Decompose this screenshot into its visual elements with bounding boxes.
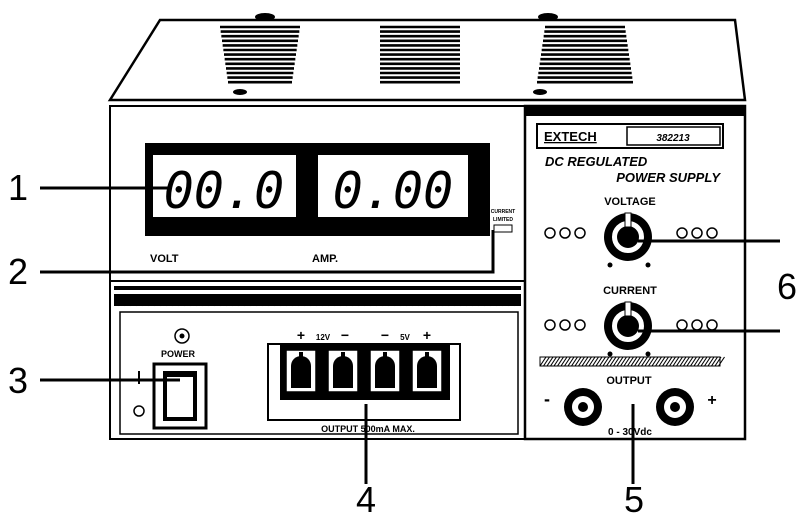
power-label: POWER [161,349,196,359]
voltage-knob-label: VOLTAGE [604,196,656,208]
title-line-1: DC REGULATED [545,154,648,169]
ledge-hatching [117,295,519,307]
current-limited-label-2: LIMITED [493,217,513,223]
output-minus-terminal[interactable] [564,388,602,426]
current-scale-left [544,319,586,331]
callout-4: 4 [356,479,376,517]
terminal-12v-plus: + [297,327,305,343]
terminal-12v-minus: − [341,327,349,343]
terminal-5v-minus: − [381,327,389,343]
voltage-scale-left [544,227,586,239]
fixed-output-label: OUTPUT 500mA MAX. [321,424,415,434]
output-plus-sign: + [707,392,716,409]
callout-3: 3 [8,360,28,401]
model-box [626,126,721,146]
amp-label: AMP. [312,253,338,265]
leader-2 [40,230,495,274]
amp-display [318,155,468,217]
volt-reading: 00.0 [164,162,284,220]
output-plus-terminal[interactable] [656,388,694,426]
off-symbol [133,405,145,417]
output-divider-strip [539,356,725,367]
current-knob-label: CURRENT [603,285,657,297]
brand-logo: EXTECH [544,129,597,144]
callout-1: 1 [8,167,28,208]
title-line-2: POWER SUPPLY [616,170,721,185]
voltage-scale-right [676,227,718,239]
voltage-knob[interactable] [604,212,652,268]
volt-label: VOLT [150,253,179,265]
volt-display [153,155,296,217]
current-knob[interactable] [604,301,652,357]
callout-6: 6 [777,266,797,307]
output-rating: 0 - 30Vdc [608,427,652,438]
callout-2: 2 [8,251,28,292]
ventilation-slots [220,25,633,84]
amp-reading: 0.00 [333,162,453,220]
current-scale-right [676,319,718,331]
callout-5: 5 [624,479,644,517]
terminal-5v-label: 5V [400,333,410,342]
current-limited-label-1: CURRENT [491,209,515,215]
model-number: 382213 [656,133,690,144]
callout-leaders [40,186,780,484]
control-panel [523,104,747,441]
output-label: OUTPUT [606,375,652,387]
terminal-screws [285,349,443,393]
terminal-12v-label: 12V [316,333,331,342]
terminal-5v-plus: + [423,327,431,343]
output-minus-sign: - [544,389,550,409]
brand-plate [536,123,724,149]
current-limited-led [493,224,513,233]
